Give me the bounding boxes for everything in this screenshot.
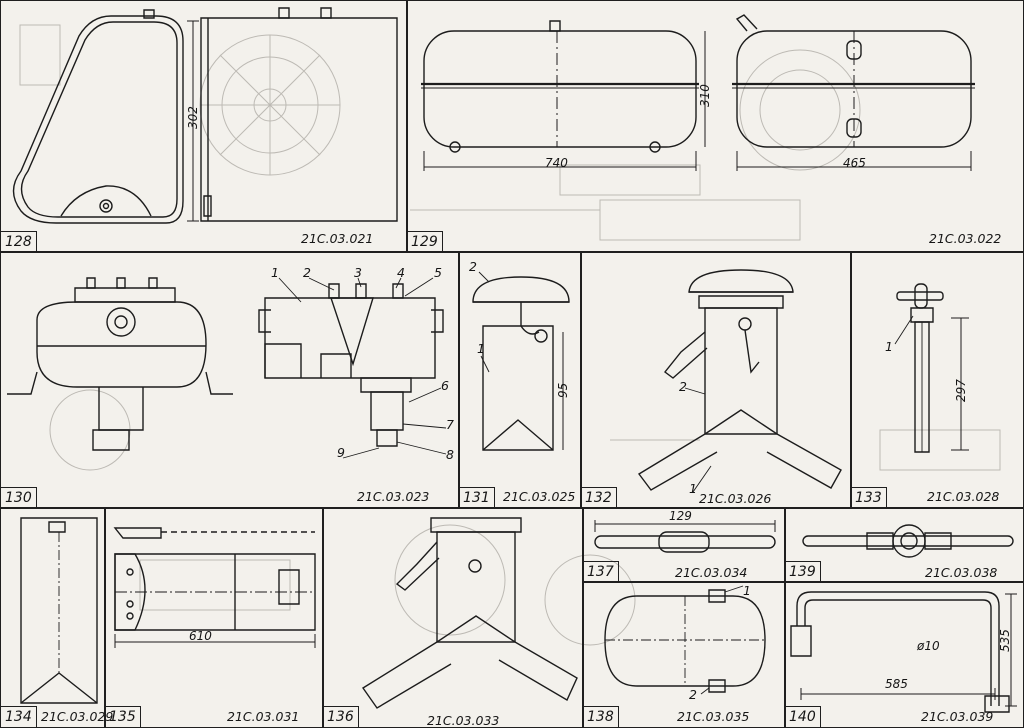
callout-1: 1	[689, 481, 697, 496]
panel-128: 302 128 21C.03.021	[0, 0, 408, 253]
callout-2: 2	[303, 265, 311, 280]
callout-4: 4	[397, 265, 405, 280]
panel-139: 139 21C.03.038	[784, 507, 1024, 583]
panel-132: 2 1 132 21C.03.026	[580, 251, 852, 509]
air-filter-drawing	[1, 252, 461, 510]
panel-number: 140	[785, 706, 821, 727]
panel-134: 134 21C.03.029	[0, 507, 113, 728]
panel-code: 21C.03.039	[921, 709, 994, 724]
panel-number: 135	[105, 706, 141, 727]
panel-133: 1 297 133 21C.03.028	[850, 251, 1024, 509]
pipe-union-drawing	[785, 508, 1024, 584]
panel-number: 129	[407, 231, 443, 252]
branched-funnel-large-drawing	[323, 508, 585, 728]
callout-1: 1	[743, 583, 751, 598]
panel-code: 21C.03.028	[927, 489, 1000, 504]
fuel-tank-drawing	[1, 1, 409, 254]
callout-9: 9	[337, 445, 345, 460]
panel-code: 21C.03.022	[929, 231, 1002, 246]
panel-number: 138	[583, 706, 619, 727]
panel-code: 21C.03.026	[699, 491, 772, 506]
callout-5: 5	[434, 265, 442, 280]
panel-number: 130	[1, 487, 37, 508]
dim-length-610: 610	[189, 629, 212, 643]
panel-number: 131	[459, 487, 495, 508]
callout-1: 1	[271, 265, 279, 280]
panel-number: 134	[1, 706, 37, 727]
panel-code: 21C.03.038	[925, 565, 998, 580]
callout-1: 1	[477, 341, 485, 356]
panel-code: 21C.03.023	[357, 489, 430, 504]
panel-130: 1 2 3 4 5 6 7 8 9 130 21C.03.023	[0, 251, 460, 509]
dim-height-302: 302	[186, 106, 200, 129]
dim-height-95: 95	[556, 382, 570, 398]
clamp-band-drawing	[583, 582, 787, 728]
panel-number: 137	[583, 561, 619, 582]
panel-138: 1 2 138 21C.03.035	[582, 581, 786, 728]
panel-code: 21C.03.021	[301, 231, 374, 246]
panel-code: 21C.03.029	[41, 709, 114, 724]
panel-136: 136 21C.03.033	[322, 507, 584, 728]
panel-131: 2 1 95 131 21C.03.025	[458, 251, 582, 509]
dim-length-585: 585	[885, 677, 908, 691]
panel-number: 128	[1, 231, 37, 252]
panel-code: 21C.03.035	[677, 709, 750, 724]
panel-135: 610 135 21C.03.031	[104, 507, 324, 728]
callout-3: 3	[354, 265, 362, 280]
panel-code: 21C.03.025	[503, 489, 576, 504]
screen-strip-drawing	[1, 508, 107, 728]
dim-length-740: 740	[545, 156, 568, 170]
callout-6: 6	[441, 378, 449, 393]
panel-137: 129 137 21C.03.034	[582, 507, 786, 583]
branched-funnel-drawing	[581, 252, 853, 510]
callout-2: 2	[689, 687, 697, 702]
panel-code: 21C.03.033	[427, 713, 500, 728]
callout-7: 7	[446, 417, 454, 432]
panel-number: 132	[581, 487, 617, 508]
dim-height-297: 297	[954, 379, 968, 402]
callout-2: 2	[679, 379, 687, 394]
panel-number: 133	[851, 487, 887, 508]
panel-140: ø10 535 585 140 21C.03.039	[784, 581, 1024, 728]
panel-code: 21C.03.034	[675, 565, 748, 580]
dim-diameter-10: ø10	[917, 639, 940, 653]
filter-mesh-drawing	[105, 508, 325, 728]
dim-height-535: 535	[998, 629, 1012, 652]
bent-pipe-drawing	[785, 582, 1024, 728]
connecting-tube-drawing	[583, 508, 787, 584]
dipstick-drawing	[851, 252, 1024, 510]
dim-height-310: 310	[698, 84, 712, 107]
callout-8: 8	[446, 447, 454, 462]
callout-2: 2	[469, 259, 477, 274]
panel-number: 139	[785, 561, 821, 582]
panel-129: 310 740 465 129 21C.03.022	[406, 0, 1024, 253]
dim-width-465: 465	[843, 156, 866, 170]
panel-code: 21C.03.031	[227, 709, 300, 724]
horizontal-tank-drawing	[407, 1, 1024, 254]
dim-length-129: 129	[669, 509, 692, 523]
panel-number: 136	[323, 706, 359, 727]
callout-1: 1	[885, 339, 893, 354]
funnel-cap-drawing	[459, 252, 583, 510]
